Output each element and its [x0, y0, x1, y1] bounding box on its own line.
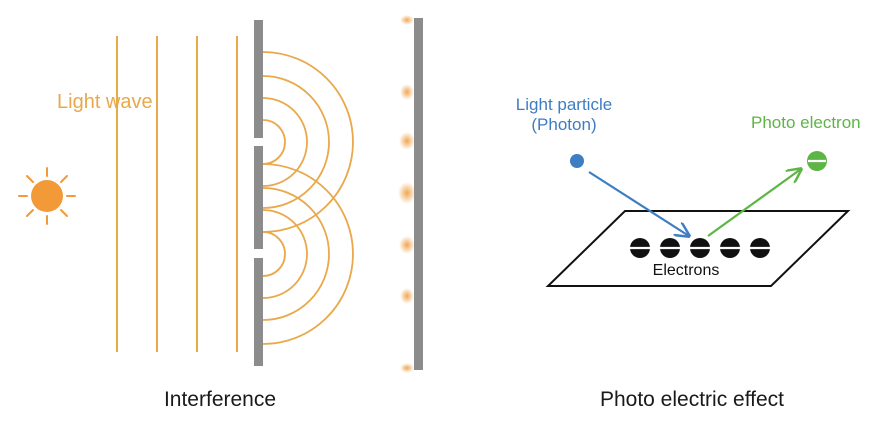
screen-bar — [414, 18, 423, 370]
photo-electron-arrow — [707, 169, 801, 237]
electron-icon — [720, 238, 740, 258]
barrier-segment-top — [254, 20, 263, 138]
diffraction-waves-lower-slit — [262, 163, 354, 345]
wave-arc-1 — [262, 119, 286, 165]
fringe — [399, 236, 415, 254]
electron-icon — [750, 238, 770, 258]
wave-arc-3 — [262, 75, 330, 209]
fringe — [400, 288, 414, 304]
barrier-segment-bottom — [254, 258, 263, 366]
light-wave-label: Light wave — [57, 91, 153, 113]
interference-caption: Interference — [163, 388, 277, 411]
photon-arrow — [588, 171, 689, 236]
electron-icon — [690, 238, 710, 258]
photon-dot — [570, 154, 584, 168]
sun-icon — [18, 167, 76, 225]
wave-arc-5 — [262, 231, 286, 277]
light-particle-label-line2: (Photon) — [531, 115, 597, 135]
wave-arc-2 — [262, 97, 308, 187]
light-particle-label: Light particle (Photon) — [516, 95, 612, 136]
fringe — [400, 15, 414, 25]
fringe — [399, 132, 415, 150]
bright-fringes — [398, 15, 416, 373]
wave-arc-8 — [262, 163, 354, 345]
double-slit-barrier — [254, 20, 263, 366]
diffraction-waves-upper-slit — [262, 51, 354, 233]
barrier-segment-middle — [254, 146, 263, 249]
electron-icon — [660, 238, 680, 258]
light-particle-label-line1: Light particle — [515, 95, 613, 114]
electron-row — [630, 238, 770, 258]
wave-arc-4 — [262, 51, 354, 233]
photoelectric-caption: Photo electric effect — [599, 388, 785, 411]
interference-screen — [398, 15, 423, 373]
wave-arc-7 — [262, 187, 330, 321]
fringe — [400, 363, 414, 373]
electrons-label: Electrons — [652, 262, 720, 279]
photo-electron-label: Photo electron — [751, 113, 861, 132]
electron-icon — [630, 238, 650, 258]
photo-electron-icon — [807, 151, 827, 171]
plane-wavefronts — [116, 36, 238, 352]
fringe — [398, 182, 416, 204]
wave-arc-6 — [262, 209, 308, 299]
fringe — [400, 84, 414, 100]
